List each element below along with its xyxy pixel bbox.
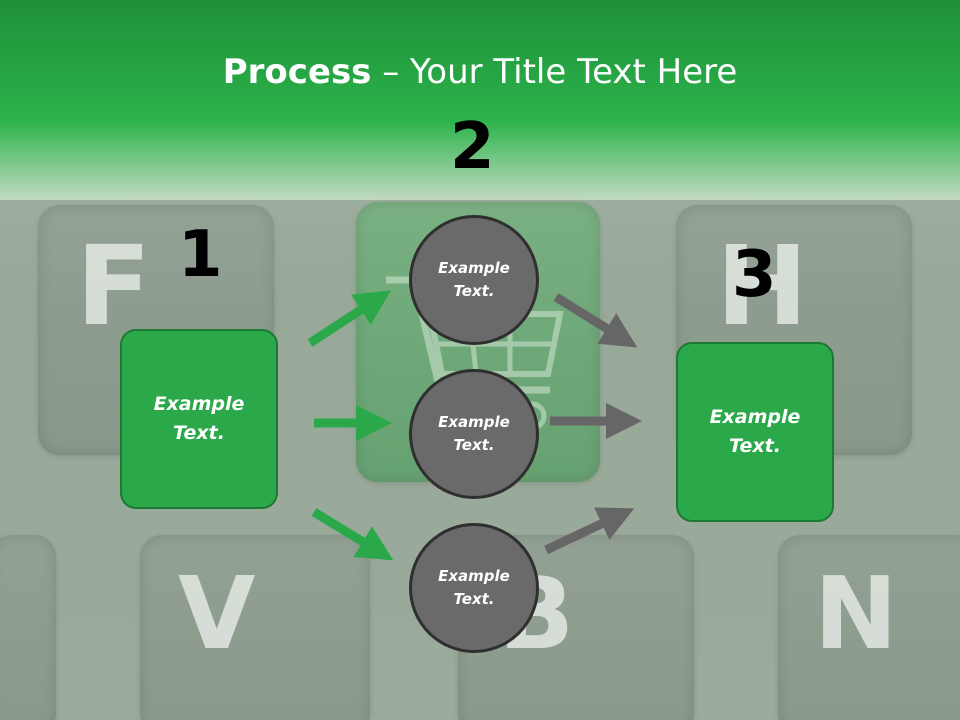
step-3-text: Example Text. [709, 406, 801, 457]
title-bold: Process [222, 52, 372, 92]
step-1-text: Example Text. [153, 393, 245, 444]
title-rest: – Your Title Text Here [371, 52, 738, 92]
step-2-circle-bottom: Example Text. [409, 523, 539, 653]
step-2-circle-top: Example Text. [409, 215, 539, 345]
title-band [0, 0, 960, 200]
key-n [778, 535, 960, 720]
step-3-box: Example Text. [676, 342, 834, 522]
circle-top-text: Example Text. [438, 259, 510, 300]
arrow-1-to-bottom [311, 508, 394, 561]
step-2-circle-middle: Example Text. [409, 369, 539, 499]
arrow-bottom-to-3 [544, 507, 635, 555]
key-letter-v: V [178, 555, 256, 672]
step-number-3: 3 [732, 238, 777, 312]
step-number-1: 1 [178, 218, 223, 292]
key-letter-n: N [814, 555, 898, 672]
step-number-2: 2 [450, 110, 495, 184]
key-letter-f: F [76, 222, 152, 350]
step-1-box: Example Text. [120, 329, 278, 509]
key-letter-h: H [716, 222, 809, 350]
key-blank-left [0, 535, 56, 720]
arrow-1-to-top [307, 290, 392, 347]
key-v [140, 535, 370, 720]
slide-title: Process – Your Title Text Here [0, 52, 960, 92]
arrow-top-to-3 [553, 293, 638, 348]
circle-middle-text: Example Text. [438, 413, 510, 454]
circle-bottom-text: Example Text. [438, 567, 510, 608]
